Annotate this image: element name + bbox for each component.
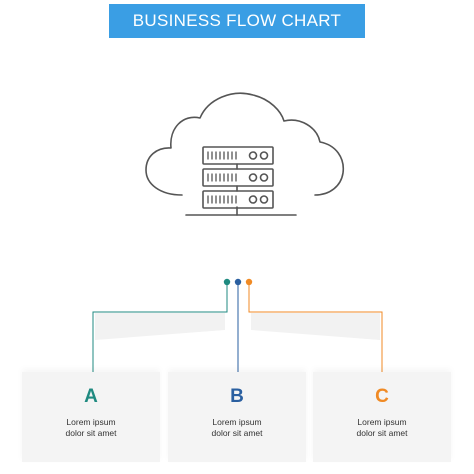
step-text-b: Lorem ipsum dolor sit amet: [168, 417, 306, 439]
connector-dot-a: [223, 278, 231, 286]
step-text-line2: dolor sit amet: [356, 428, 408, 438]
title-banner-bg: [109, 4, 365, 38]
connector-line-a: [92, 285, 228, 375]
server-unit-2: [202, 168, 274, 187]
step-card-b: B Lorem ipsum dolor sit amet: [168, 372, 306, 462]
step-card-c: C Lorem ipsum dolor sit amet: [313, 372, 451, 462]
cloud-server-icon: [145, 92, 345, 216]
step-text-line2: dolor sit amet: [65, 428, 117, 438]
step-letter-b: B: [230, 386, 244, 407]
shadow-right: [251, 313, 380, 340]
connector-line-c: [248, 285, 383, 375]
step-letter-c: C: [375, 386, 389, 407]
step-letter-a: A: [84, 386, 98, 407]
server-status-dots: [248, 151, 269, 204]
connector-dot-b: [234, 278, 242, 286]
step-text-line2: dolor sit amet: [211, 428, 263, 438]
step-text-line1: Lorem ipsum: [212, 417, 262, 427]
step-text-line1: Lorem ipsum: [357, 417, 407, 427]
server-unit-1: [202, 146, 274, 165]
page-title: BUSINESS FLOW CHART: [132, 11, 342, 30]
cloud-outline: [145, 92, 345, 196]
server-unit-3: [202, 190, 274, 209]
step-card-a: A Lorem ipsum dolor sit amet: [22, 372, 160, 462]
step-text-line1: Lorem ipsum: [66, 417, 116, 427]
connector-dot-c: [245, 278, 253, 286]
server-vents: [207, 151, 237, 204]
step-text-c: Lorem ipsum dolor sit amet: [313, 417, 451, 439]
shadow-left: [95, 313, 225, 340]
step-text-a: Lorem ipsum dolor sit amet: [22, 417, 160, 439]
